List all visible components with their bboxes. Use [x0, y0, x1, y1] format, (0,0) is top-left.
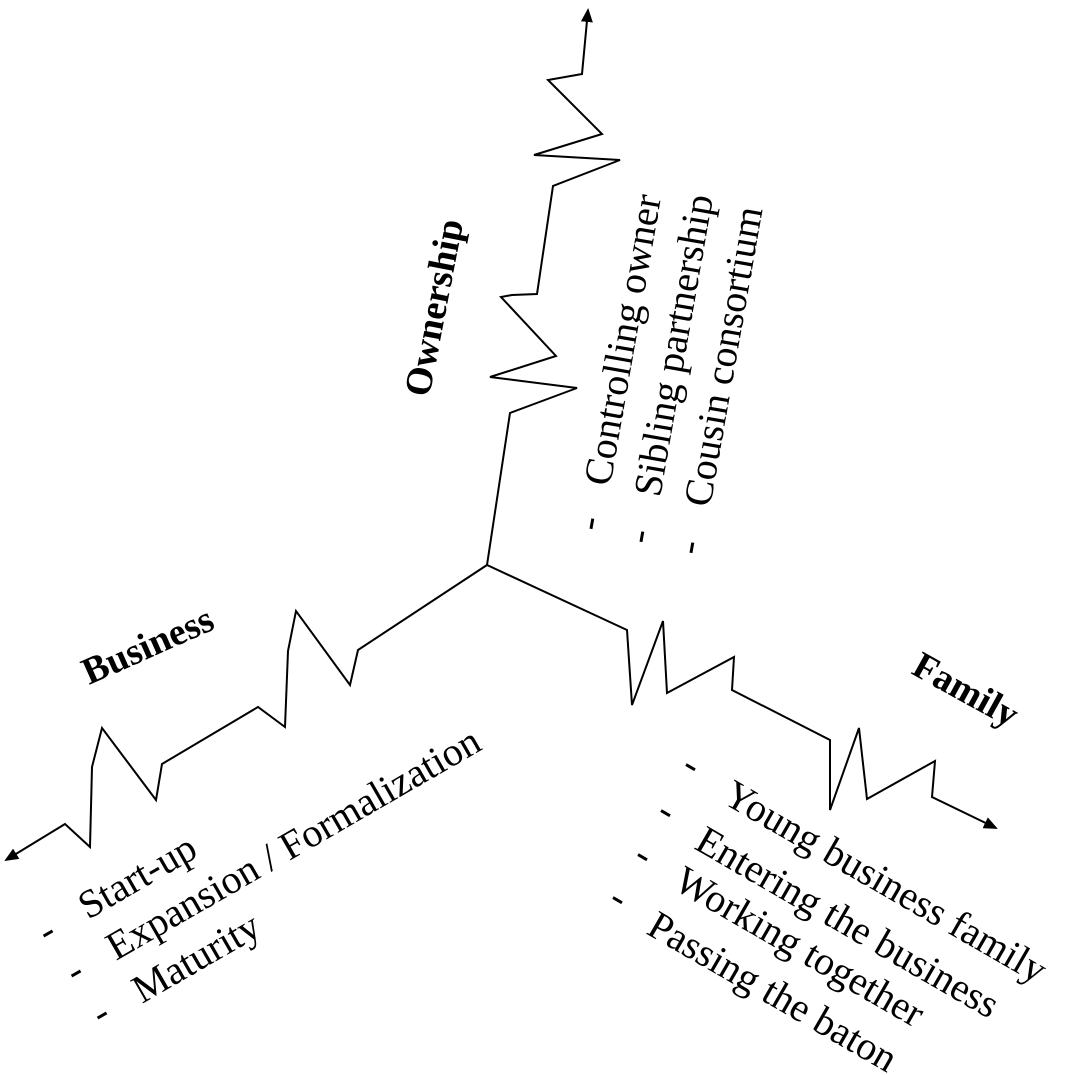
family-stage-list: - Young business family - Entering the b… — [603, 741, 1055, 1075]
family-stage-bullet: - — [628, 831, 662, 877]
ownership-stage-bullet: - — [565, 513, 612, 534]
business-axis-title: Business — [76, 598, 220, 693]
ownership-stage-list: - Controlling owner - Sibling partnershi… — [565, 191, 772, 558]
business-axis-line — [4, 564, 488, 862]
ownership-stage-bullet: - — [665, 537, 712, 558]
business-stage-bullet: - — [83, 989, 117, 1035]
business-stage-list: - Start-up - Expansion / Formalization -… — [29, 718, 488, 1035]
family-axis-line — [486, 564, 998, 829]
ownership-stage-bullet: - — [615, 526, 662, 547]
ownership-axis-title: Ownership — [397, 216, 472, 400]
family-stage-bullet: - — [676, 741, 710, 787]
family-axis-title: Family — [906, 644, 1026, 736]
business-stage-bullet: - — [29, 907, 63, 953]
family-stage-bullet: - — [603, 874, 637, 920]
business-stage-bullet: - — [57, 947, 91, 993]
ownership-axis-line — [486, 8, 621, 566]
family-stage-bullet: - — [651, 787, 685, 833]
